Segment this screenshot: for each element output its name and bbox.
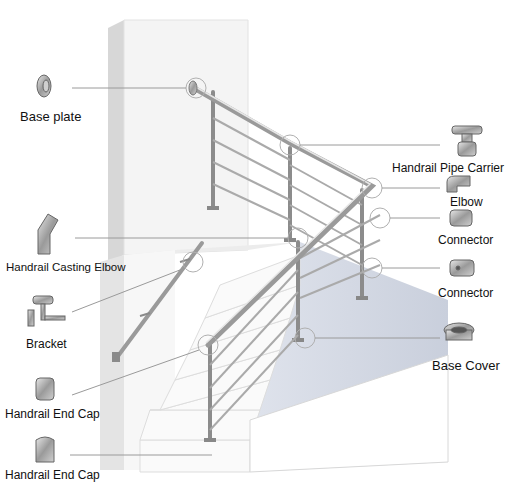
part-label: Handrail End Cap xyxy=(5,408,100,421)
part-label: Handrail Casting Elbow xyxy=(6,261,126,274)
part-label: Connector xyxy=(438,234,493,247)
part-label: Handrail Pipe Carrier xyxy=(392,162,504,175)
part-label: Connector xyxy=(438,287,493,300)
part-label: Base plate xyxy=(20,110,81,124)
part-label: Elbow xyxy=(450,196,483,209)
part-label: Base Cover xyxy=(432,359,500,373)
part-label: Bracket xyxy=(26,338,67,351)
part-label: Handrail End Cap xyxy=(5,469,100,482)
